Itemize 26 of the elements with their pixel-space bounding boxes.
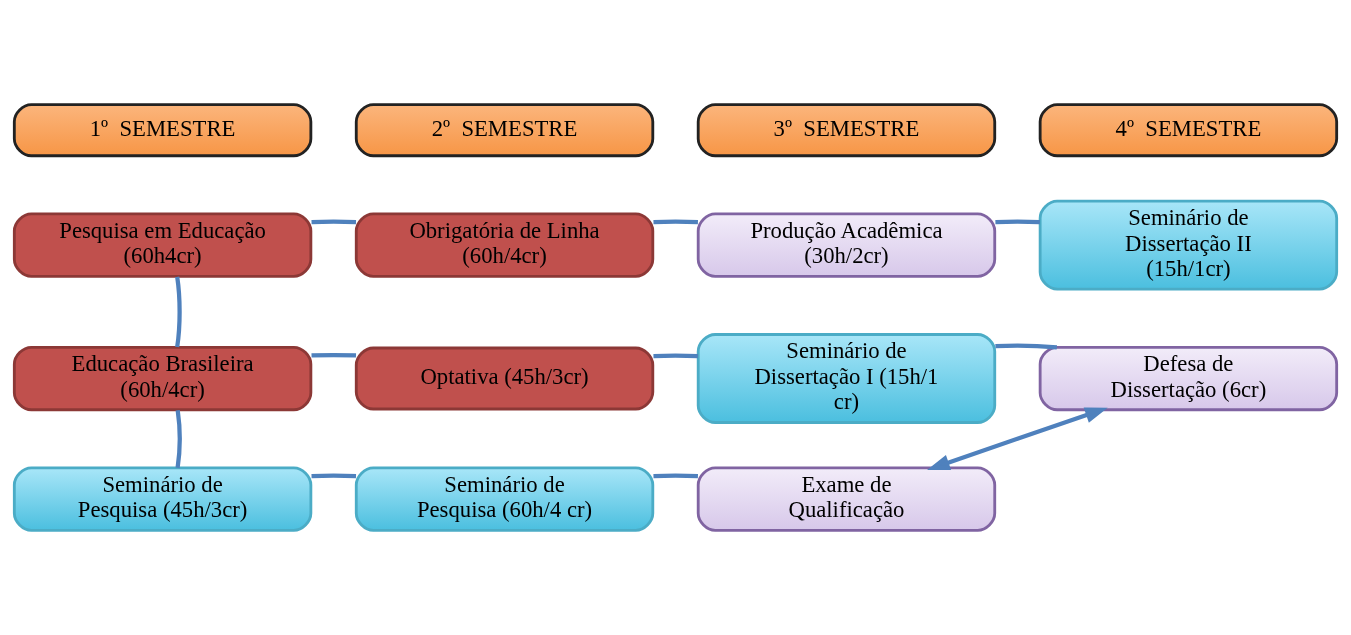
node-box: 1º SEMESTRE (12, 103, 313, 158)
connector (311, 352, 357, 358)
node-box: Seminário de Pesquisa (45h/3cr) (12, 466, 313, 532)
connector (653, 473, 699, 479)
node-box: 3º SEMESTRE (696, 103, 997, 158)
node-box: Pesquisa em Educação (60h4cr) (12, 212, 313, 278)
node-box: 4º SEMESTRE (1038, 103, 1339, 158)
node-box: Exame de Qualificação (696, 466, 997, 532)
node-box: Educação Brasileira (60h/4cr) (12, 345, 313, 412)
connector (995, 219, 1040, 225)
node-box: Defesa de Dissertação (6cr) (1038, 345, 1339, 412)
node-box: Seminário de Dissertação I (15h/1 cr) (696, 333, 997, 424)
node-box: Optativa (45h/3cr) (354, 346, 655, 411)
arrow (927, 407, 1108, 471)
node-box: Seminário de Dissertação II (15h/1cr) (1038, 199, 1339, 291)
node-box: Produção Acadêmica (30h/2cr) (696, 212, 997, 278)
connector (175, 276, 182, 348)
connector (653, 219, 699, 225)
node-box: Seminário de Pesquisa (60h/4 cr) (354, 466, 655, 532)
node-box: 2º SEMESTRE (354, 103, 655, 158)
connector (995, 343, 1057, 350)
connector (311, 473, 357, 479)
node-box: Obrigatória de Linha (60h/4cr) (354, 212, 655, 278)
connector (311, 219, 357, 225)
connector (175, 409, 182, 469)
connector (653, 353, 698, 359)
